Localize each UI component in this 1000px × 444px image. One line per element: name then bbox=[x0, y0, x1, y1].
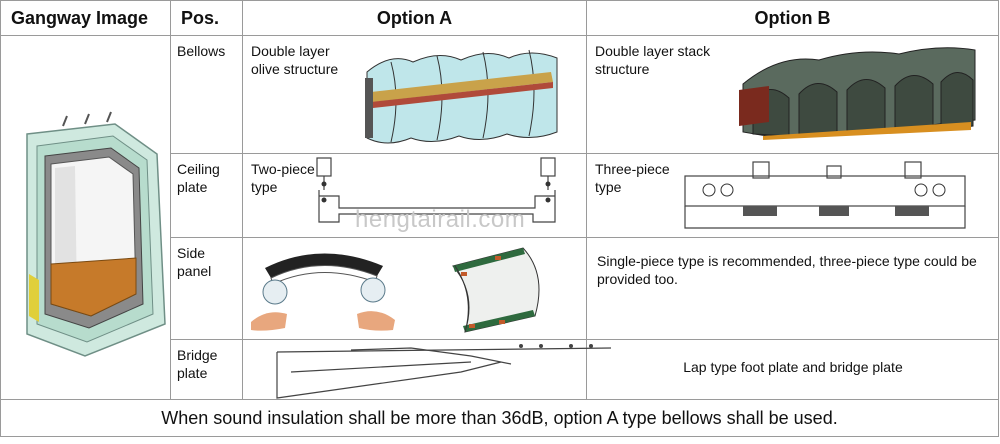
bellows-b-label: Double layer stack structure bbox=[595, 43, 711, 77]
row-bridge-plate: Bridge plate Lap type foot plate and bri… bbox=[1, 339, 999, 400]
ceiling-option-b: Three-piece type bbox=[586, 153, 999, 238]
ceiling-option-a: Two-piece type bbox=[242, 153, 587, 238]
single-piece-panel-image bbox=[251, 253, 395, 331]
olive-bellows-image bbox=[365, 49, 558, 144]
header-gangway-image: Gangway Image bbox=[0, 0, 171, 36]
pos-bellows: Bellows bbox=[170, 35, 243, 154]
three-piece-ceiling-image bbox=[684, 161, 966, 229]
pos-side-panel: Side panel bbox=[170, 237, 243, 340]
two-piece-ceiling-image bbox=[316, 157, 556, 223]
side-panel-note: Single-piece type is recommended, three-… bbox=[597, 253, 977, 287]
gangway-illustration bbox=[26, 111, 166, 357]
footer-note: When sound insulation shall be more than… bbox=[0, 399, 999, 437]
bridge-plate-note: Lap type foot plate and bridge plate bbox=[683, 359, 903, 375]
bellows-option-a: Double layer olive structure bbox=[242, 35, 587, 154]
row-ceiling-plate: Ceiling plate Two-piece type Three-piece… bbox=[1, 153, 999, 238]
bridge-plate-option-b: Lap type foot plate and bridge plate bbox=[586, 339, 999, 400]
stack-bellows-image bbox=[739, 47, 976, 140]
bellows-a-label: Double layer olive structure bbox=[251, 43, 339, 77]
row-side-panel: Side panel Single-piece type is recommen… bbox=[1, 237, 999, 340]
header-pos: Pos. bbox=[170, 0, 243, 36]
side-panel-option-a bbox=[242, 237, 587, 340]
bellows-option-b: Double layer stack structure bbox=[586, 35, 999, 154]
header-option-b: Option B bbox=[586, 0, 999, 36]
pos-bridge-plate: Bridge plate bbox=[170, 339, 243, 400]
header-row: Gangway Image Pos. Option A Option B bbox=[0, 0, 999, 36]
ceiling-b-label: Three-piece type bbox=[595, 161, 670, 195]
gangway-image-cell bbox=[0, 35, 171, 400]
row-bellows: Bellows Double layer olive structure Dou… bbox=[0, 35, 999, 400]
bridge-plate-image bbox=[276, 344, 611, 399]
footer-row: When sound insulation shall be more than… bbox=[0, 399, 999, 437]
bridge-plate-drawing-cell bbox=[242, 339, 611, 400]
header-option-a: Option A bbox=[242, 0, 587, 36]
side-panel-option-b: Single-piece type is recommended, three-… bbox=[586, 237, 999, 340]
three-piece-panel-image bbox=[452, 247, 540, 333]
ceiling-a-label: Two-piece type bbox=[251, 161, 315, 195]
pos-ceiling-plate: Ceiling plate bbox=[170, 153, 243, 238]
